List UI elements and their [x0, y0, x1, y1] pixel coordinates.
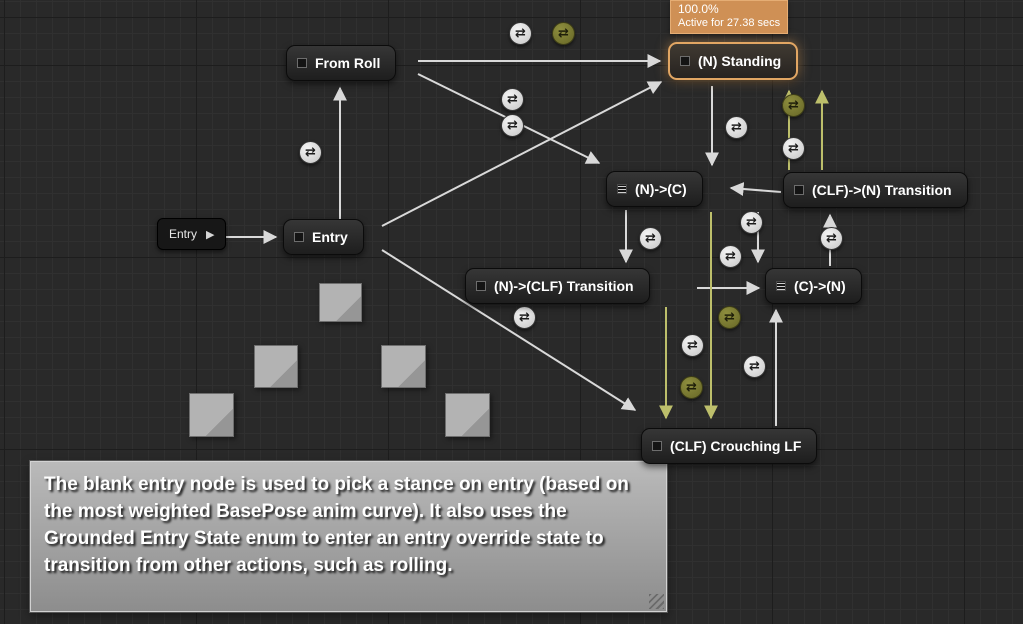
transition-rule-icon[interactable]: ⇄: [513, 306, 536, 329]
state-node-c-to-n[interactable]: (C)->(N): [765, 268, 862, 304]
transition-edge[interactable]: [381, 249, 637, 411]
state-node-label: (N) Standing: [698, 53, 782, 69]
graph-thumbnail[interactable]: [319, 283, 362, 322]
comment-resize-grip[interactable]: [649, 594, 664, 609]
graph-thumbnail[interactable]: [445, 393, 490, 437]
active-state-status: Active for 27.38 secs: [678, 17, 781, 29]
comment-note-text: The blank entry node is used to pick a s…: [44, 474, 629, 576]
transition-rule-icon[interactable]: ⇄: [680, 376, 703, 399]
state-node-n-to-c[interactable]: (N)->(C): [606, 171, 703, 207]
transition-edge[interactable]: [381, 81, 663, 227]
state-node-clf-crouching-lf[interactable]: (CLF) Crouching LF: [641, 428, 818, 464]
transition-state-icon: [776, 281, 786, 291]
graph-thumbnail[interactable]: [381, 345, 426, 388]
transition-rule-icon[interactable]: ⇄: [725, 116, 748, 139]
state-node-entry[interactable]: Entry: [283, 219, 364, 255]
transition-rule-icon[interactable]: ⇄: [782, 137, 805, 160]
transition-edge[interactable]: [729, 182, 782, 196]
transition-state-icon: [617, 184, 627, 194]
transition-rule-icon[interactable]: ⇄: [299, 141, 322, 164]
entry-point-label: Entry: [169, 227, 198, 241]
transition-rule-icon[interactable]: ⇄: [782, 94, 805, 117]
state-icon: [297, 58, 307, 68]
state-node-label: (CLF)->(N) Transition: [812, 182, 952, 198]
transition-rule-icon[interactable]: ⇄: [552, 22, 575, 45]
active-state-tooltip: 100.0% Active for 27.38 secs: [670, 0, 789, 34]
state-node-from-roll[interactable]: From Roll: [286, 45, 397, 81]
state-node-n-standing[interactable]: (N) Standing: [668, 42, 799, 80]
transition-rule-icon[interactable]: ⇄: [501, 88, 524, 111]
transition-rule-icon[interactable]: ⇄: [509, 22, 532, 45]
state-icon: [794, 185, 804, 195]
transition-rule-icon[interactable]: ⇄: [681, 334, 704, 357]
state-node-label: (N)->(CLF) Transition: [494, 278, 634, 294]
state-node-label: (CLF) Crouching LF: [670, 438, 802, 454]
state-node-label: From Roll: [315, 55, 381, 71]
state-node-label: (N)->(C): [635, 181, 687, 197]
state-node-clf-to-n-transition[interactable]: (CLF)->(N) Transition: [783, 172, 968, 208]
state-node-label: (C)->(N): [794, 278, 846, 294]
state-icon: [294, 232, 304, 242]
transition-rule-icon[interactable]: ⇄: [719, 245, 742, 268]
active-state-weight: 100.0%: [678, 2, 719, 16]
transition-rule-icon[interactable]: ⇄: [743, 355, 766, 378]
state-icon: [652, 441, 662, 451]
graph-thumbnail[interactable]: [189, 393, 234, 437]
transition-rule-icon[interactable]: ⇄: [639, 227, 662, 250]
entry-point-node[interactable]: Entry ▶: [157, 218, 227, 250]
transition-rule-icon[interactable]: ⇄: [820, 227, 843, 250]
state-icon: [476, 281, 486, 291]
comment-note[interactable]: The blank entry node is used to pick a s…: [29, 460, 668, 613]
graph-thumbnail[interactable]: [254, 345, 298, 388]
state-node-label: Entry: [312, 229, 348, 245]
transition-rule-icon[interactable]: ⇄: [501, 114, 524, 137]
transition-rule-icon[interactable]: ⇄: [718, 306, 741, 329]
play-icon: ▶: [206, 227, 215, 241]
state-node-n-to-clf-transition[interactable]: (N)->(CLF) Transition: [465, 268, 650, 304]
transition-rule-icon[interactable]: ⇄: [740, 211, 763, 234]
state-icon: [680, 56, 690, 66]
